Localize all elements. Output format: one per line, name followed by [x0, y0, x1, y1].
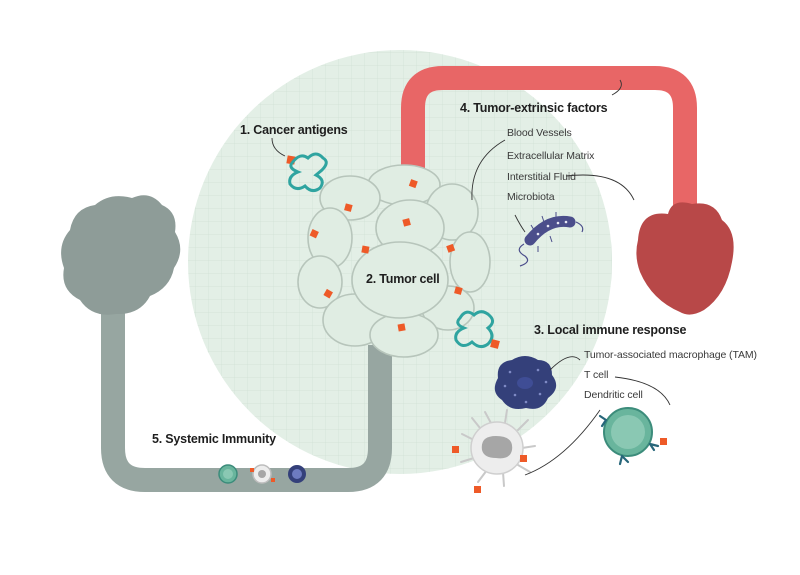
immune-item-tam: Tumor-associated macrophage (TAM)	[584, 349, 757, 361]
immune-item-dendritic-cell: Dendritic cell	[584, 389, 643, 401]
antigen-receptor-icon	[454, 310, 500, 349]
tumor-cell-cluster	[297, 164, 491, 358]
systemic-immune-cells	[218, 464, 306, 484]
extrinsic-item-blood-vessels: Blood Vessels	[507, 127, 572, 139]
label-tumor-cell: 2. Tumor cell	[366, 272, 440, 286]
blood-tube	[401, 66, 697, 230]
label-tumor-extrinsic-factors: 4. Tumor-extrinsic factors	[460, 101, 608, 115]
tumor-antigens	[309, 179, 463, 332]
immune-item-t-cell: T cell	[584, 369, 608, 381]
systemic-tube	[101, 310, 392, 492]
t-cell-icon	[598, 407, 667, 466]
microbiota-icon	[518, 212, 584, 267]
leader-lines	[271, 79, 671, 476]
extrinsic-item-extracellular-matrix: Extracellular Matrix	[507, 150, 595, 162]
cancer-antigen-icon	[286, 152, 328, 193]
extrinsic-item-microbiota: Microbiota	[507, 191, 555, 203]
brain-icon	[61, 195, 181, 315]
heart-icon	[636, 202, 734, 315]
label-cancer-antigens: 1. Cancer antigens	[240, 123, 348, 137]
label-local-immune-response: 3. Local immune response	[534, 323, 686, 337]
extrinsic-item-interstitial-fluid: Interstitial Fluid	[507, 171, 576, 183]
label-systemic-immunity: 5. Systemic Immunity	[152, 432, 276, 446]
dendritic-cell-icon	[452, 409, 536, 493]
tam-cell-icon	[494, 356, 557, 409]
